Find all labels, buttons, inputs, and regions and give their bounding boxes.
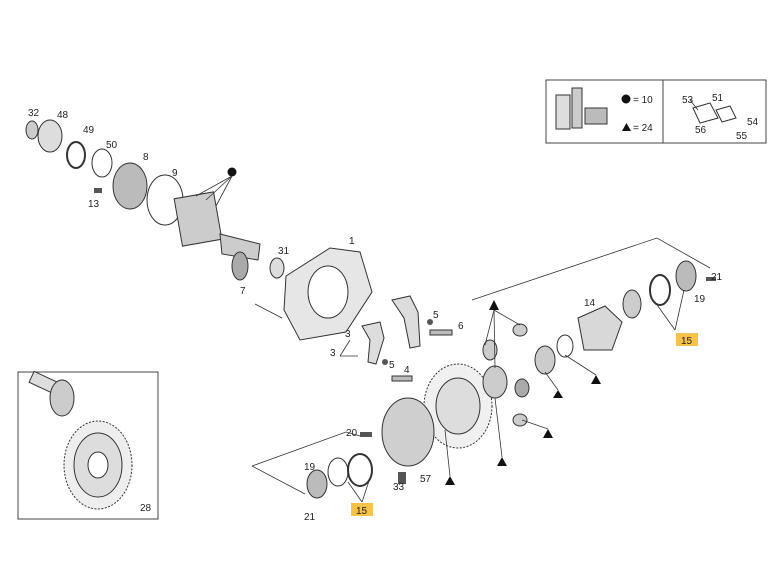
label-13: 13 [88, 199, 100, 210]
kit-label-55: 55 [736, 131, 748, 142]
input-shaft-group [25, 119, 285, 281]
kit-label-51: 51 [712, 93, 724, 104]
highlight-15-lower [351, 503, 373, 516]
label-19-lower: 19 [304, 462, 316, 473]
label-15-upper: 15 [681, 336, 693, 347]
label-9: 9 [172, 168, 178, 179]
shift-forks [361, 295, 453, 382]
triangle-marker [543, 429, 553, 438]
triangle-value: = 24 [633, 123, 653, 134]
label-7: 7 [240, 286, 246, 297]
housing [283, 247, 373, 341]
label-28: 28 [140, 503, 152, 514]
triangle-marker [489, 300, 499, 310]
kit-label-53: 53 [682, 95, 694, 106]
label-50: 50 [106, 140, 118, 151]
label-3-upper: 3 [345, 329, 351, 340]
differential-group [306, 260, 716, 499]
label-14: 14 [584, 298, 596, 309]
gasket-kit-icon [689, 99, 737, 124]
inset-box: 28 [17, 370, 159, 520]
label-6: 6 [458, 321, 464, 332]
label-20: 20 [346, 428, 358, 439]
legend-box: = 10 = 24 53 51 54 56 55 [545, 79, 767, 144]
label-15-lower: 15 [356, 506, 368, 517]
label-5-upper: 5 [433, 310, 439, 321]
label-3-lower: 3 [330, 348, 336, 359]
triangle-marker [497, 457, 507, 466]
label-21-upper: 21 [711, 272, 723, 283]
triangle-marker [591, 375, 601, 384]
label-1: 1 [349, 236, 355, 247]
tube-icon [555, 87, 608, 130]
bracket-lines [251, 237, 711, 503]
label-48: 48 [57, 110, 69, 121]
pinion-shaft-inset [28, 370, 75, 417]
highlight-15-upper [676, 333, 698, 346]
triangle-marker [553, 390, 563, 398]
label-31: 31 [278, 246, 290, 257]
dot-marker [227, 167, 237, 177]
kit-label-56: 56 [695, 125, 707, 136]
kit-label-54: 54 [747, 117, 759, 128]
dot-icon [621, 94, 631, 104]
label-33: 33 [393, 482, 405, 493]
triangle-icon [622, 123, 631, 131]
label-32: 32 [28, 108, 40, 119]
ring-gear-inset [63, 420, 133, 510]
dot-value: = 10 [633, 95, 653, 106]
triangle-marker [445, 476, 455, 485]
label-5-lower: 5 [389, 360, 395, 371]
label-4: 4 [404, 365, 410, 376]
label-21-lower: 21 [304, 512, 316, 523]
label-8: 8 [143, 152, 149, 163]
label-57: 57 [420, 474, 432, 485]
label-19-upper: 19 [694, 294, 706, 305]
label-49: 49 [83, 125, 95, 136]
